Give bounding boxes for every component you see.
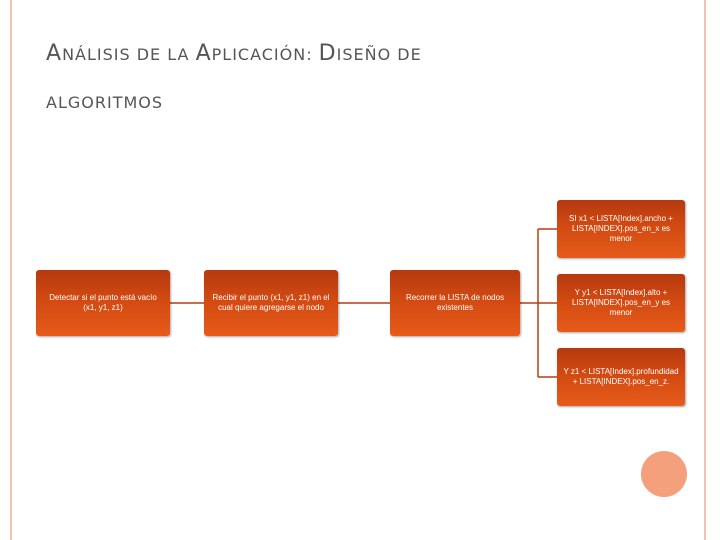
node-detect-point: Detectar si el punto está vacío (x1, y1,… [36, 270, 170, 336]
decorative-circle [641, 451, 687, 497]
node-label: Y y1 < LISTA[Index].alto + LISTA[INDEX].… [571, 288, 671, 317]
node-condition-x: SI x1 < LISTA[Index].ancho + LISTA[INDEX… [557, 200, 685, 258]
title-cap: A [195, 41, 212, 66]
node-receive-point: Recibir el punto (x1, y1, z1) en el cual… [204, 270, 338, 336]
title-text: ISEÑO DE [336, 45, 422, 64]
title-text: NÁLISIS DE LA [62, 45, 196, 64]
node-label: Recorrer la LISTA de nodos existentes [405, 293, 505, 312]
title-cap: A [46, 41, 63, 66]
node-condition-y: Y y1 < LISTA[Index].alto + LISTA[INDEX].… [557, 274, 685, 332]
node-label: Detectar si el punto está vacío (x1, y1,… [49, 293, 157, 312]
node-label: Recibir el punto (x1, y1, z1) en el cual… [212, 293, 330, 312]
node-label: Y z1 < LISTA[Index].profundidad + LISTA[… [563, 367, 679, 386]
title-text: PLICACIÓN: [211, 45, 319, 64]
node-condition-z: Y z1 < LISTA[Index].profundidad + LISTA[… [557, 348, 685, 406]
node-label: SI x1 < LISTA[Index].ancho + LISTA[INDEX… [569, 214, 673, 243]
title-line-1: ANÁLISIS DE LA APLICACIÓN: DISEÑO DE [46, 30, 646, 79]
node-iterate-list: Recorrer la LISTA de nodos existentes [390, 270, 520, 336]
slide-title: ANÁLISIS DE LA APLICACIÓN: DISEÑO DE ALG… [46, 30, 646, 127]
title-line-2: ALGORITMOS [46, 93, 164, 112]
slide-frame [10, 0, 706, 540]
title-cap: D [318, 41, 337, 66]
